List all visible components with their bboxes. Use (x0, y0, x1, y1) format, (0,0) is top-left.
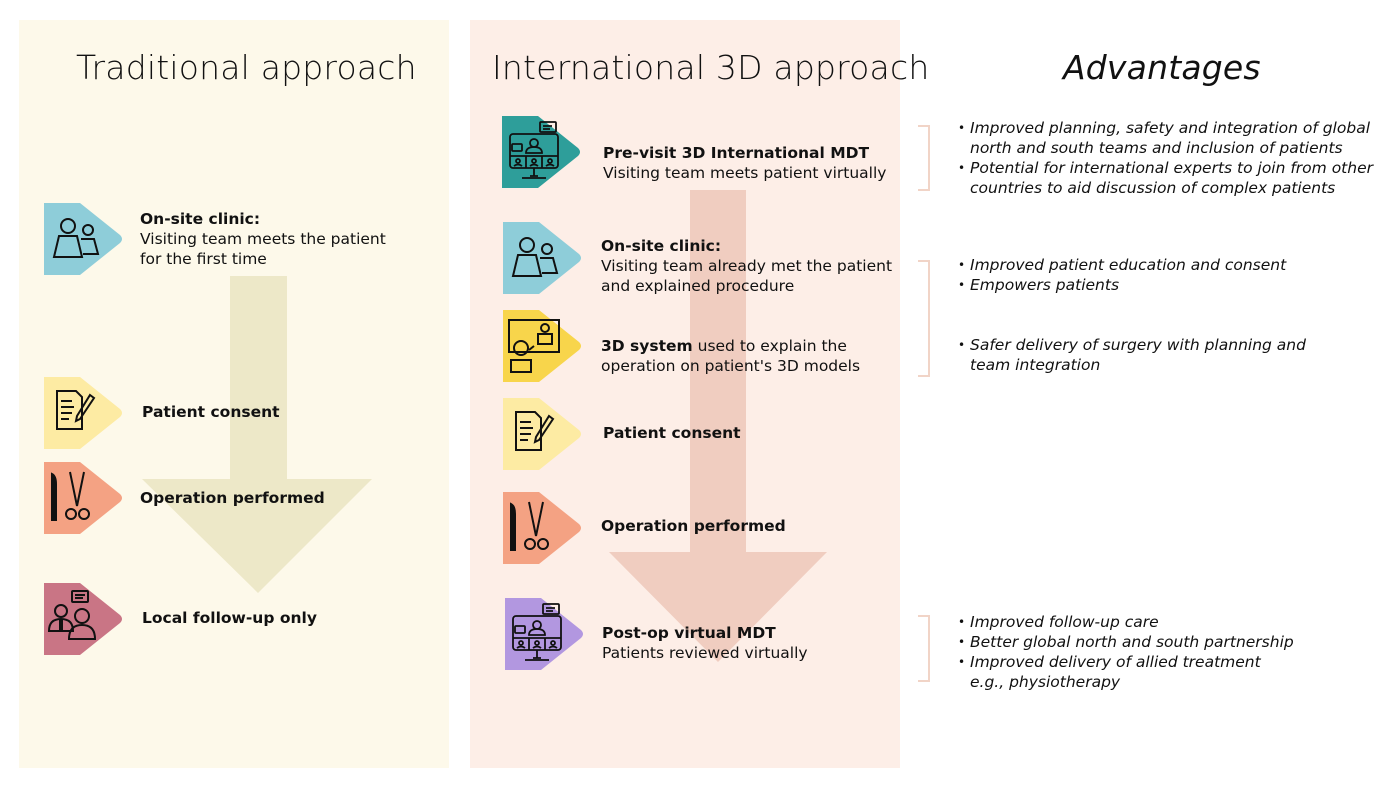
traditional-flow-arrow-icon (142, 276, 372, 593)
advantage-item: Safer delivery of surgery with planning … (958, 335, 1306, 375)
advantages-title: Advantages (1063, 48, 1261, 87)
step-description: operation on patient's 3D models (601, 357, 861, 375)
step-description: Visiting team already met the patient (601, 257, 893, 275)
people-icon (44, 203, 124, 275)
advantages-group-pre-visit: Improved planning, safety and integratio… (958, 118, 1373, 198)
step-description: Visiting team meets patient virtually (603, 164, 887, 182)
consent-document-icon (503, 398, 583, 470)
advantages-group-post-op: Improved follow-up care Better global no… (958, 612, 1294, 692)
step-title-suffix: used to explain the (692, 337, 847, 355)
step-title: Operation performed (140, 489, 325, 507)
surgical-tools-icon (44, 462, 124, 534)
doctor-patient-chat-icon (44, 583, 124, 655)
advantage-item: Potential for international experts to j… (958, 158, 1373, 198)
surgical-tools-icon (503, 492, 583, 564)
advantage-item: Improved delivery of allied treatment e.… (958, 652, 1294, 692)
step-title: Operation performed (601, 517, 786, 535)
step-description: and explained procedure (601, 277, 795, 295)
advantages-bracket (918, 260, 930, 377)
traditional-approach-title: Traditional approach (76, 48, 417, 87)
step-title: Pre-visit 3D International MDT (603, 144, 870, 162)
step-description: Patients reviewed virtually (602, 644, 808, 662)
video-conference-icon (505, 598, 585, 670)
advantage-item: Empowers patients (958, 275, 1306, 295)
step-description: Visiting team meets the patient (140, 230, 386, 248)
advantage-item: Better global north and south partnershi… (958, 632, 1294, 652)
consent-document-icon (44, 377, 124, 449)
international-flow-arrow-icon (609, 190, 827, 662)
advantage-item: Improved patient education and consent (958, 255, 1306, 275)
advantage-item: Improved planning, safety and integratio… (958, 118, 1373, 158)
step-title: On-site clinic: (140, 210, 261, 228)
step-title: Patient consent (603, 424, 741, 442)
step-title: 3D system (601, 337, 693, 355)
video-conference-icon (502, 116, 582, 188)
step-title: Patient consent (142, 403, 280, 421)
advantages-bracket (918, 615, 930, 682)
step-title: On-site clinic: (601, 237, 722, 255)
step-title: Post-op virtual MDT (602, 624, 776, 642)
step-description: for the first time (140, 250, 267, 268)
advantages-group-onsite: Improved patient education and consent E… (958, 255, 1306, 375)
advantage-item: Improved follow-up care (958, 612, 1294, 632)
people-icon (503, 222, 583, 294)
international-approach-title: International 3D approach (492, 48, 930, 87)
step-title: Local follow-up only (142, 609, 317, 627)
presentation-screen-icon (503, 310, 583, 382)
advantages-bracket (918, 125, 930, 191)
